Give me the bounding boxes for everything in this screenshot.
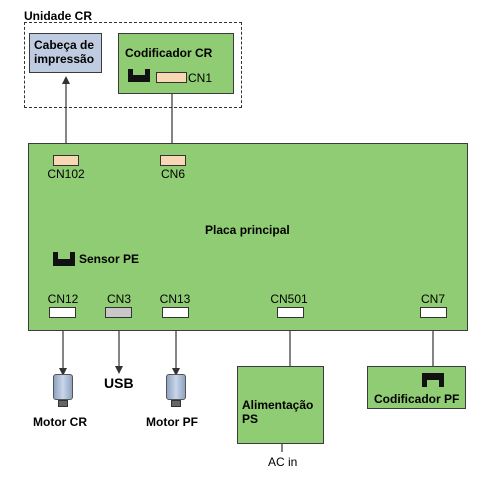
power-supply-box: Alimentação PS xyxy=(237,366,324,444)
pf-encoder-box: Codificador PF xyxy=(367,366,466,409)
cr-encoder-label: Codificador CR xyxy=(125,46,213,60)
cn13-connector xyxy=(162,307,189,318)
cr-motor-shaft xyxy=(58,400,68,407)
cn7-label: CN7 xyxy=(420,292,445,306)
cr-motor-icon xyxy=(53,374,73,400)
pf-encoder-label: Codificador PF xyxy=(374,392,460,406)
pf-motor-label: Motor PF xyxy=(146,415,198,429)
power-supply-label: Alimentação PS xyxy=(242,398,314,426)
cr-motor-label: Motor CR xyxy=(33,415,87,429)
pf-motor-icon xyxy=(166,374,186,400)
cn6-label: CN6 xyxy=(160,167,185,181)
print-head-label: Cabeça de impressão xyxy=(34,38,95,66)
cn102-connector xyxy=(53,155,79,166)
cn7-connector xyxy=(420,307,447,318)
cn3-label: CN3 xyxy=(106,292,131,306)
usb-label: USB xyxy=(104,375,134,391)
cr-encoder-box: Codificador CR CN1 xyxy=(118,33,234,94)
main-board: Placa principal Sensor PE xyxy=(28,143,468,331)
encoder-sensor-icon xyxy=(128,69,150,82)
cn501-connector xyxy=(277,307,304,318)
pf-motor-shaft xyxy=(171,400,181,407)
cn1-label: CN1 xyxy=(188,71,213,85)
cn501-label: CN501 xyxy=(270,292,308,306)
pf-encoder-sensor-icon xyxy=(422,373,444,387)
cn102-label: CN102 xyxy=(47,167,85,181)
cr-unit-label: Unidade CR xyxy=(24,9,93,23)
cr-unit-group xyxy=(24,22,242,108)
pe-sensor-label: Sensor PE xyxy=(79,252,140,266)
cn12-label: CN12 xyxy=(47,292,79,306)
cn3-connector xyxy=(105,307,132,318)
ac-in-label: AC in xyxy=(268,455,298,469)
main-board-label: Placa principal xyxy=(205,223,290,237)
cn12-connector xyxy=(49,307,76,318)
pe-sensor-icon xyxy=(53,252,75,266)
cn6-connector xyxy=(160,155,186,166)
cn13-label: CN13 xyxy=(159,292,191,306)
print-head-box: Cabeça de impressão xyxy=(29,33,102,73)
cn1-connector xyxy=(156,72,187,83)
